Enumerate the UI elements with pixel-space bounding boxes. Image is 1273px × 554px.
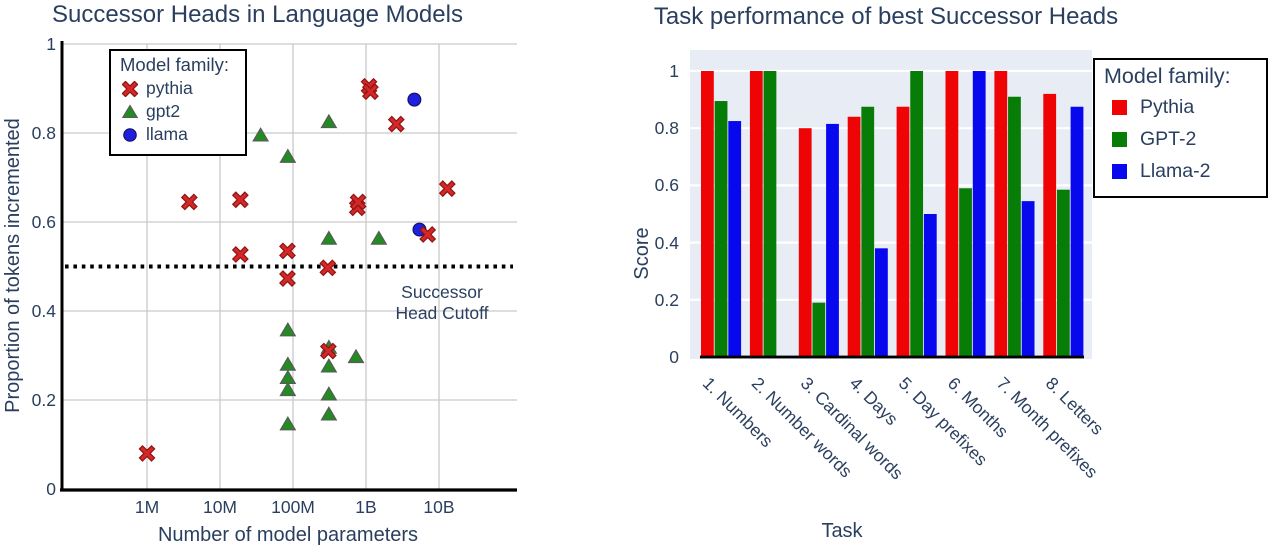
scatter-point-llama <box>407 92 422 107</box>
bar-Pythia <box>896 106 910 357</box>
bar-GPT-2 <box>910 71 924 357</box>
legend-label-Pythia: Pythia <box>1140 95 1195 118</box>
llama-circle-marker-icon <box>122 127 138 143</box>
gpt2-triangle-marker-icon <box>121 103 139 120</box>
scatter-point-gpt2 <box>320 406 338 421</box>
bar-GPT-2 <box>812 302 826 357</box>
y-tick-0-8: 0.8 <box>31 123 56 143</box>
scatter-legend: Model family: pythia gpt2 llama <box>109 49 247 156</box>
scatter-point-pythia <box>138 444 156 462</box>
legend-item-gpt2: gpt2 <box>111 100 245 123</box>
scatter-point-gpt2 <box>320 386 338 401</box>
legend-item-llama: llama <box>111 123 245 146</box>
gpt2-color-swatch-icon <box>1112 131 1127 147</box>
x-tick-1m: 1M <box>134 497 160 517</box>
x-tick-100m: 100M <box>271 497 315 517</box>
y-tick-0-4: 0.4 <box>31 301 56 321</box>
bar-Pythia <box>798 128 812 357</box>
bar-Llama-2 <box>923 214 937 357</box>
llama2-color-swatch-icon <box>1112 163 1127 179</box>
bar-Llama-2 <box>972 71 986 357</box>
bar-legend-title: Model family: <box>1104 64 1231 88</box>
bar-Llama-2 <box>728 121 742 357</box>
bar-y-tick-0: 0 <box>669 347 679 367</box>
scatter-point-pythia <box>438 180 456 198</box>
bar-x-axis-title: Task <box>821 520 863 542</box>
bar-y-tick-1: 1 <box>669 61 679 81</box>
bar-y-axis-title: Score <box>631 227 653 280</box>
scatter-x-axis-title: Number of model parameters <box>157 524 419 546</box>
cutoff-annotation: Successor Head Cutoff <box>395 282 489 323</box>
bar-Pythia <box>945 71 959 357</box>
bar-baseline <box>700 355 1084 359</box>
scatter-point-pythia <box>349 193 367 211</box>
scatter-point-pythia <box>387 115 405 133</box>
scatter-legend-title: Model family: <box>120 54 229 75</box>
bar-legend: Model family: Pythia GPT-2 Llama-2 <box>1093 58 1268 198</box>
x-tick-1b: 1B <box>355 497 377 517</box>
bar-GPT-2 <box>714 101 728 357</box>
scatter-point-gpt2 <box>320 230 338 245</box>
legend-item-Pythia: Pythia <box>1095 91 1266 123</box>
bar-GPT-2 <box>959 188 972 357</box>
bar-Pythia <box>1043 93 1057 357</box>
bar-chart-title: Task performance of best Successor Heads <box>653 3 1119 30</box>
scatter-point-gpt2 <box>320 358 338 373</box>
bar-GPT-2 <box>763 71 777 357</box>
bar-y-tick-0-6: 0.6 <box>654 175 679 195</box>
scatter-chart-title: Successor Heads in Language Models <box>52 1 463 28</box>
bar-Llama-2 <box>875 248 888 357</box>
scatter-point-pythia <box>319 342 337 360</box>
scatter-point-gpt2 <box>279 322 297 337</box>
scatter-point-pythia <box>419 226 437 243</box>
scatter-point-gpt2 <box>252 127 270 142</box>
scatter-point-pythia <box>231 191 249 209</box>
y-tick-0: 0 <box>46 479 56 499</box>
scatter-point-gpt2 <box>320 113 338 129</box>
x-tick-10b: 10B <box>423 497 455 517</box>
y-tick-0-6: 0.6 <box>31 212 56 232</box>
legend-label-pythia: pythia <box>146 78 193 98</box>
bar-GPT-2 <box>1008 96 1021 358</box>
scatter-point-pythia <box>319 259 337 277</box>
legend-label-llama: llama <box>146 124 188 144</box>
bar-Pythia <box>749 71 763 357</box>
legend-item-Llama-2: Llama-2 <box>1095 155 1266 187</box>
scatter-point-gpt2 <box>279 148 297 163</box>
bar-Llama-2 <box>1070 106 1084 357</box>
y-tick-0-2: 0.2 <box>31 390 56 410</box>
scatter-point-gpt2 <box>279 415 297 431</box>
scatter-point-pythia <box>361 83 379 101</box>
y-tick-1: 1 <box>46 34 56 54</box>
bar-GPT-2 <box>1056 189 1070 357</box>
scatter-point-pythia <box>279 270 296 287</box>
legend-item-pythia: pythia <box>111 77 245 100</box>
x-tick-10m: 10M <box>202 497 238 517</box>
bar-GPT-2 <box>861 106 875 357</box>
bar-y-tick-0-2: 0.2 <box>654 290 679 310</box>
legend-item-GPT-2: GPT-2 <box>1095 123 1266 155</box>
legend-label-gpt2: gpt2 <box>146 101 181 121</box>
pythia-color-swatch-icon <box>1112 99 1127 115</box>
bar-y-tick-0-4: 0.4 <box>654 233 679 253</box>
bar-Pythia <box>994 71 1008 357</box>
scatter-point-pythia <box>279 242 296 260</box>
scatter-point-gpt2 <box>370 230 388 245</box>
bar-Llama-2 <box>1021 201 1035 357</box>
scatter-point-pythia <box>231 246 249 263</box>
legend-label-Llama-2: Llama-2 <box>1140 159 1211 182</box>
scatter-y-axis-title: Proportion of tokens incremented <box>2 118 24 413</box>
bar-Llama-2 <box>826 123 839 357</box>
legend-label-GPT-2: GPT-2 <box>1140 127 1197 150</box>
bar-y-tick-0-8: 0.8 <box>654 118 679 138</box>
pythia-x-marker-icon <box>121 80 139 97</box>
scatter-point-gpt2 <box>279 381 297 397</box>
scatter-point-pythia <box>180 193 198 211</box>
scatter-point-gpt2 <box>347 348 365 364</box>
bar-Pythia <box>847 116 861 357</box>
bar-Pythia <box>701 71 714 357</box>
